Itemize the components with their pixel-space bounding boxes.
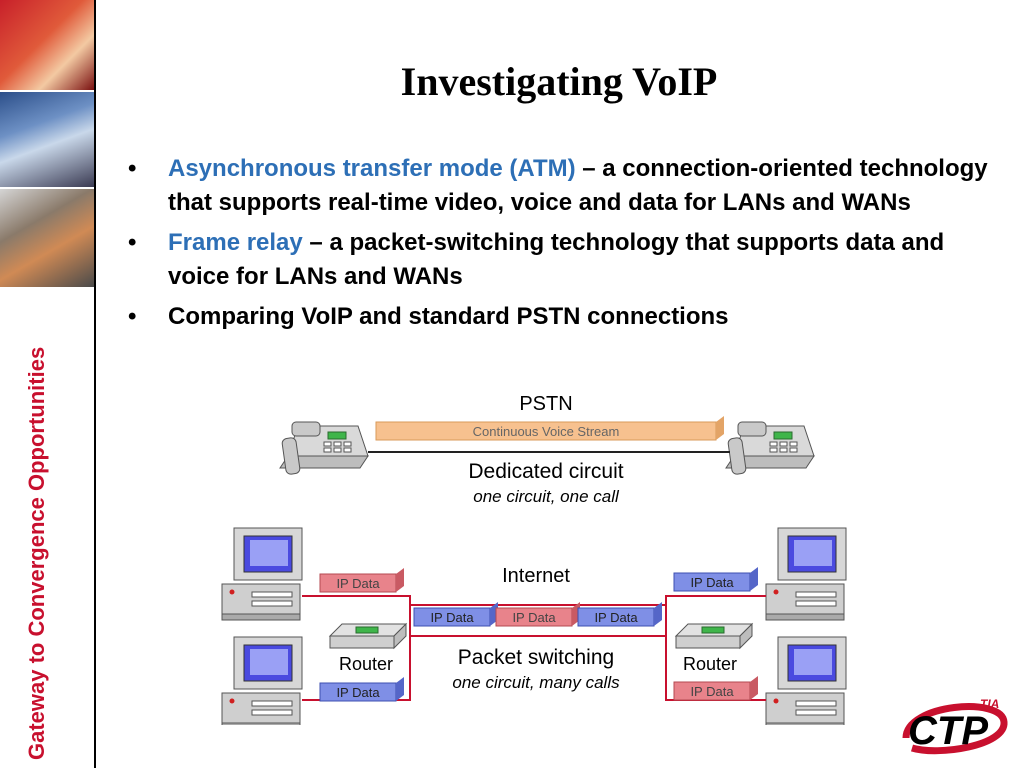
dedicated-circuit-label: Dedicated circuit [468, 460, 623, 483]
dedicated-circuit-sublabel: one circuit, one call [473, 487, 620, 506]
ip-data-label: IP Data [690, 575, 734, 590]
bullet-item: • Frame relay – a packet-switching techno… [128, 226, 998, 294]
logo-text: CTP [908, 709, 988, 753]
bullet-dot: • [128, 303, 137, 330]
computer-icon [765, 527, 847, 621]
bullet-term: Frame relay [168, 229, 303, 256]
bullet-text: – a packet-switching technology that sup… [168, 229, 945, 290]
router-icon [675, 623, 753, 649]
packet-switching-label: Packet switching [458, 646, 614, 669]
router-label-left: Router [339, 654, 393, 674]
bullet-term: Asynchronous transfer mode (ATM) [168, 155, 576, 182]
bullet-item: • Asynchronous transfer mode (ATM) – a co… [128, 152, 998, 220]
computer-icon [765, 636, 847, 725]
router-label-right: Router [683, 654, 737, 674]
internet-label: Internet [502, 565, 570, 587]
ip-data-label: IP Data [336, 576, 380, 591]
voip-vs-pstn-diagram: PSTN Continuous Voice Stream Dedicated c… [221, 393, 847, 725]
bullet-dot: • [128, 229, 137, 256]
computer-icon [221, 636, 303, 725]
ip-data-label: IP Data [594, 610, 638, 625]
bullet-item: • Comparing VoIP and standard PSTN connec… [128, 300, 998, 334]
ip-data-label: IP Data [512, 610, 556, 625]
bullet-dot: • [128, 155, 137, 182]
telephone-icon [279, 421, 369, 476]
bullet-text: Comparing VoIP and standard PSTN connect… [168, 303, 729, 330]
bullet-text: – a connection-oriented technology that … [168, 155, 988, 216]
sidebar-tagline: Gateway to Convergence Opportunities [24, 346, 49, 760]
sidebar: Gateway to Convergence Opportunities [0, 0, 96, 768]
ip-data-label: IP Data [430, 610, 474, 625]
router-icon [329, 623, 407, 649]
photo-classroom [0, 92, 94, 187]
pstn-label: PSTN [519, 393, 572, 415]
computer-icon [221, 527, 303, 621]
packet-switching-sublabel: one circuit, many calls [452, 673, 620, 692]
photo-man-with-glasses [0, 0, 94, 90]
photo-woman-at-desk [0, 189, 94, 287]
logo-superscript: TIA [980, 697, 999, 711]
slide-title: Investigating VoIP [400, 59, 718, 104]
bullet-list: • Asynchronous transfer mode (ATM) – a co… [128, 152, 998, 340]
voice-stream-band-end [716, 416, 724, 440]
voice-stream-label: Continuous Voice Stream [473, 424, 620, 439]
ip-data-label: IP Data [336, 685, 380, 700]
ip-data-label: IP Data [690, 684, 734, 699]
telephone-icon [725, 421, 815, 476]
ctp-logo: CTP TIA [902, 697, 1008, 755]
